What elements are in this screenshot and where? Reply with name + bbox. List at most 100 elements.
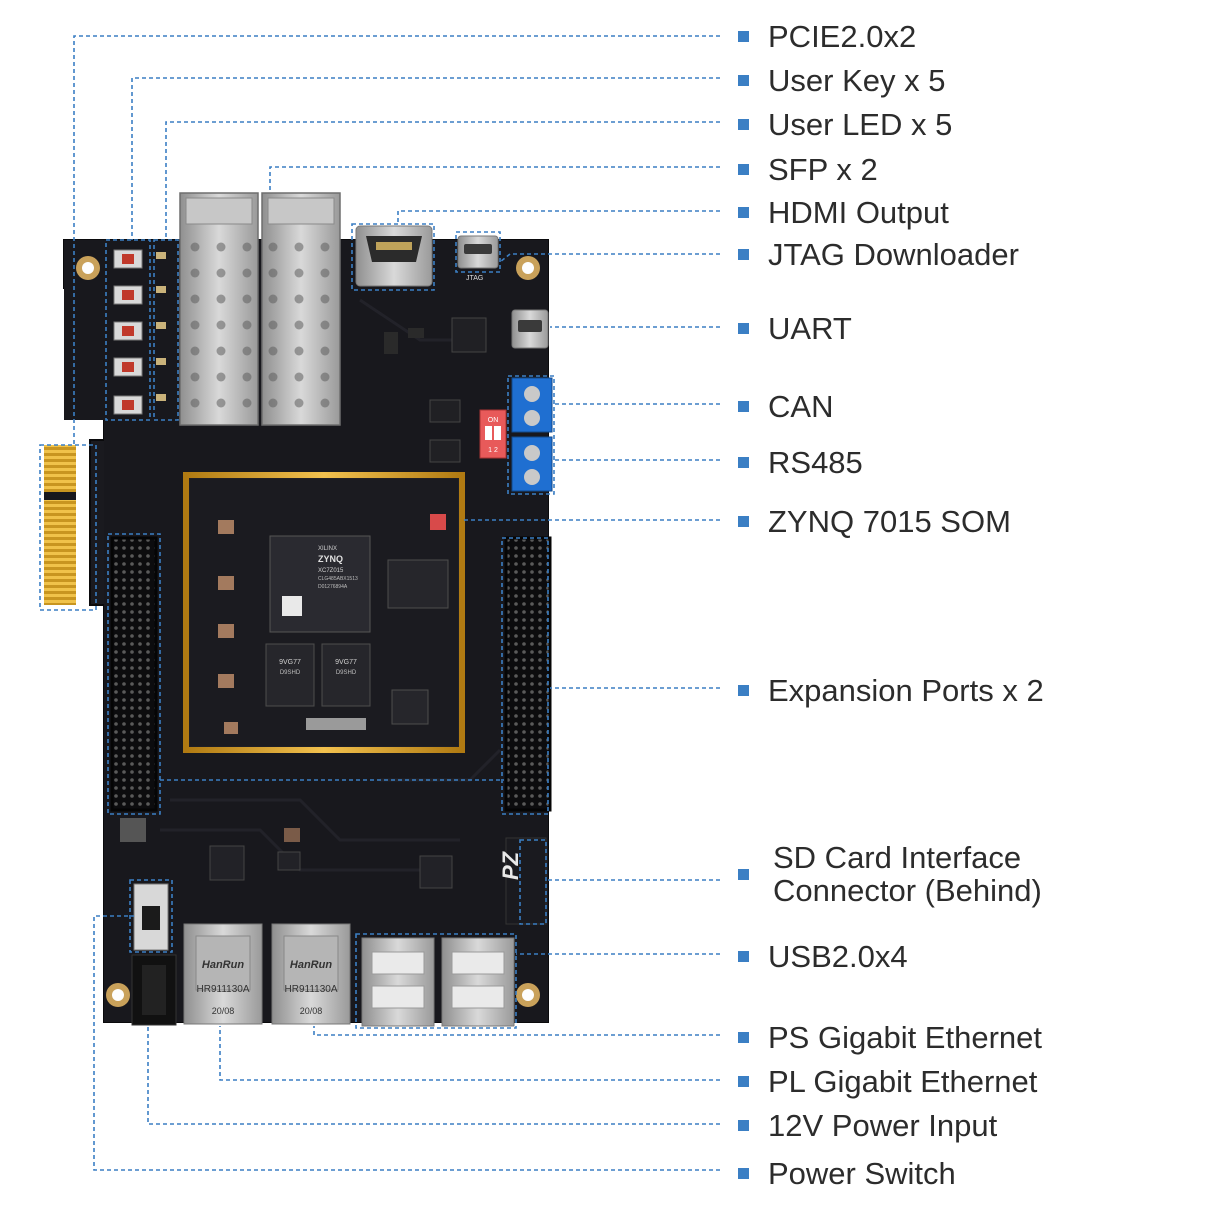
bullet-icon [738, 30, 749, 42]
power-switch [133, 883, 169, 951]
label-uart: UART [738, 308, 852, 348]
leader-line-3 [131, 77, 720, 240]
mounting-holes [76, 256, 540, 1007]
bullet-icon [738, 868, 749, 880]
hdmi-connector [355, 225, 433, 287]
rj45-date-2: 20/08 [300, 1006, 323, 1016]
usb-connectors [361, 937, 515, 1027]
logo-mark: PZ [498, 850, 523, 880]
dip-on-label: ON [488, 417, 499, 424]
label-sfp: SFP x 2 [738, 149, 878, 189]
label-power-input: 12V Power Input [738, 1105, 997, 1145]
label-usb-text: USB2.0x4 [768, 938, 908, 974]
bullet-icon [738, 248, 749, 260]
pcie-connector [44, 445, 76, 605]
leader-line-4 [105, 239, 151, 421]
jtag-silk: JTAG [466, 275, 483, 282]
uart-connector [511, 309, 549, 349]
label-sd-card-line2: Connector (Behind) [773, 873, 1042, 908]
label-user-key: User Key x 5 [738, 60, 945, 100]
label-user-key-text: User Key x 5 [768, 62, 946, 98]
leader-line-26 [219, 1026, 720, 1081]
label-zynq-som: ZYNQ 7015 SOM [738, 501, 1011, 541]
bullet-icon [738, 1119, 749, 1131]
jtag-connector [457, 235, 499, 269]
user-leds [156, 252, 166, 401]
bottom-chips [120, 818, 453, 889]
bullet-icon [738, 1075, 749, 1087]
label-sd-card: SD Card Interface Connector (Behind) [738, 839, 1042, 909]
leader-line-11 [455, 231, 501, 273]
dip-num-label: 1 2 [488, 447, 498, 454]
expansion-headers [110, 536, 552, 812]
label-hdmi: HDMI Output [738, 192, 949, 232]
sd-card-region [505, 837, 547, 925]
label-power-switch: Power Switch [738, 1153, 956, 1193]
user-keys [113, 249, 143, 415]
label-hdmi-text: HDMI Output [768, 194, 949, 230]
user-key-cap-2 [122, 290, 134, 300]
label-user-led: User LED x 5 [738, 104, 952, 144]
leader-line-2 [39, 444, 97, 611]
rj45-date-1: 20/08 [212, 1006, 235, 1016]
leader-line-22 [519, 839, 547, 925]
dc-jack [131, 954, 177, 1026]
label-pcie-text: PCIE2.0x2 [768, 18, 917, 54]
board-silkscreen: HanRun HR911130A 20/08 HanRun HR911130A … [197, 275, 524, 1016]
leader-line-27 [147, 1025, 720, 1125]
bullet-icon [738, 515, 749, 527]
dram-1-sub: D9SHD [280, 670, 301, 676]
chip-part: XC7Z015 [318, 568, 344, 574]
label-can: CAN [738, 386, 833, 426]
bullet-icon [738, 1031, 749, 1043]
leader-line-8 [397, 210, 720, 224]
label-pcie: PCIE2.0x2 [738, 16, 916, 56]
label-rs485: RS485 [738, 442, 863, 482]
chip-sub: CLG485ABX1513 [318, 576, 358, 582]
rj45-part-1: HR911130A [197, 984, 250, 995]
bullet-icon [738, 684, 749, 696]
bullet-icon [738, 456, 749, 468]
bullet-icon [738, 322, 749, 334]
leader-line-6 [153, 239, 179, 421]
leader-line-10 [499, 253, 720, 263]
user-key-cap-4 [122, 362, 134, 372]
label-power-input-text: 12V Power Input [768, 1107, 998, 1143]
user-key-cap-1 [122, 254, 134, 264]
dram-2-sub: D9SHD [336, 670, 357, 676]
bullet-icon [738, 74, 749, 86]
user-led-5 [156, 394, 166, 401]
chip-brand: XILINX [318, 546, 337, 552]
leader-line-14 [507, 375, 555, 495]
label-pl-eth: PL Gigabit Ethernet [738, 1061, 1037, 1101]
leader-line-5 [165, 121, 720, 240]
label-expansion-text: Expansion Ports x 2 [768, 672, 1044, 708]
zynq-som [183, 472, 465, 753]
bullet-icon [738, 400, 749, 412]
label-user-led-text: User LED x 5 [768, 106, 953, 142]
user-led-1 [156, 252, 166, 259]
label-jtag-text: JTAG Downloader [768, 236, 1019, 272]
leader-line-9 [351, 223, 435, 291]
user-led-3 [156, 322, 166, 329]
leader-line-29 [129, 879, 173, 953]
dram-2-label: 9VG77 [335, 659, 357, 666]
leader-line-7 [269, 166, 720, 193]
label-zynq-som-text: ZYNQ 7015 SOM [768, 503, 1011, 539]
leader-line-28 [93, 915, 720, 1171]
label-sfp-text: SFP x 2 [768, 151, 878, 187]
leader-line-19 [501, 537, 549, 815]
label-ps-eth: PS Gigabit Ethernet [738, 1017, 1042, 1057]
bullet-icon [738, 1167, 749, 1179]
bullet-icon [738, 163, 749, 175]
leader-line-1 [73, 35, 720, 445]
bullet-icon [738, 206, 749, 218]
terminal-blocks [511, 377, 553, 492]
label-can-text: CAN [768, 388, 834, 424]
label-sd-card-line1: SD Card Interface [773, 840, 1022, 875]
rj45-part-2: HR911130A [285, 984, 338, 995]
chip-code: D01276894A [318, 584, 348, 590]
rj45-brand-1: HanRun [202, 959, 244, 971]
